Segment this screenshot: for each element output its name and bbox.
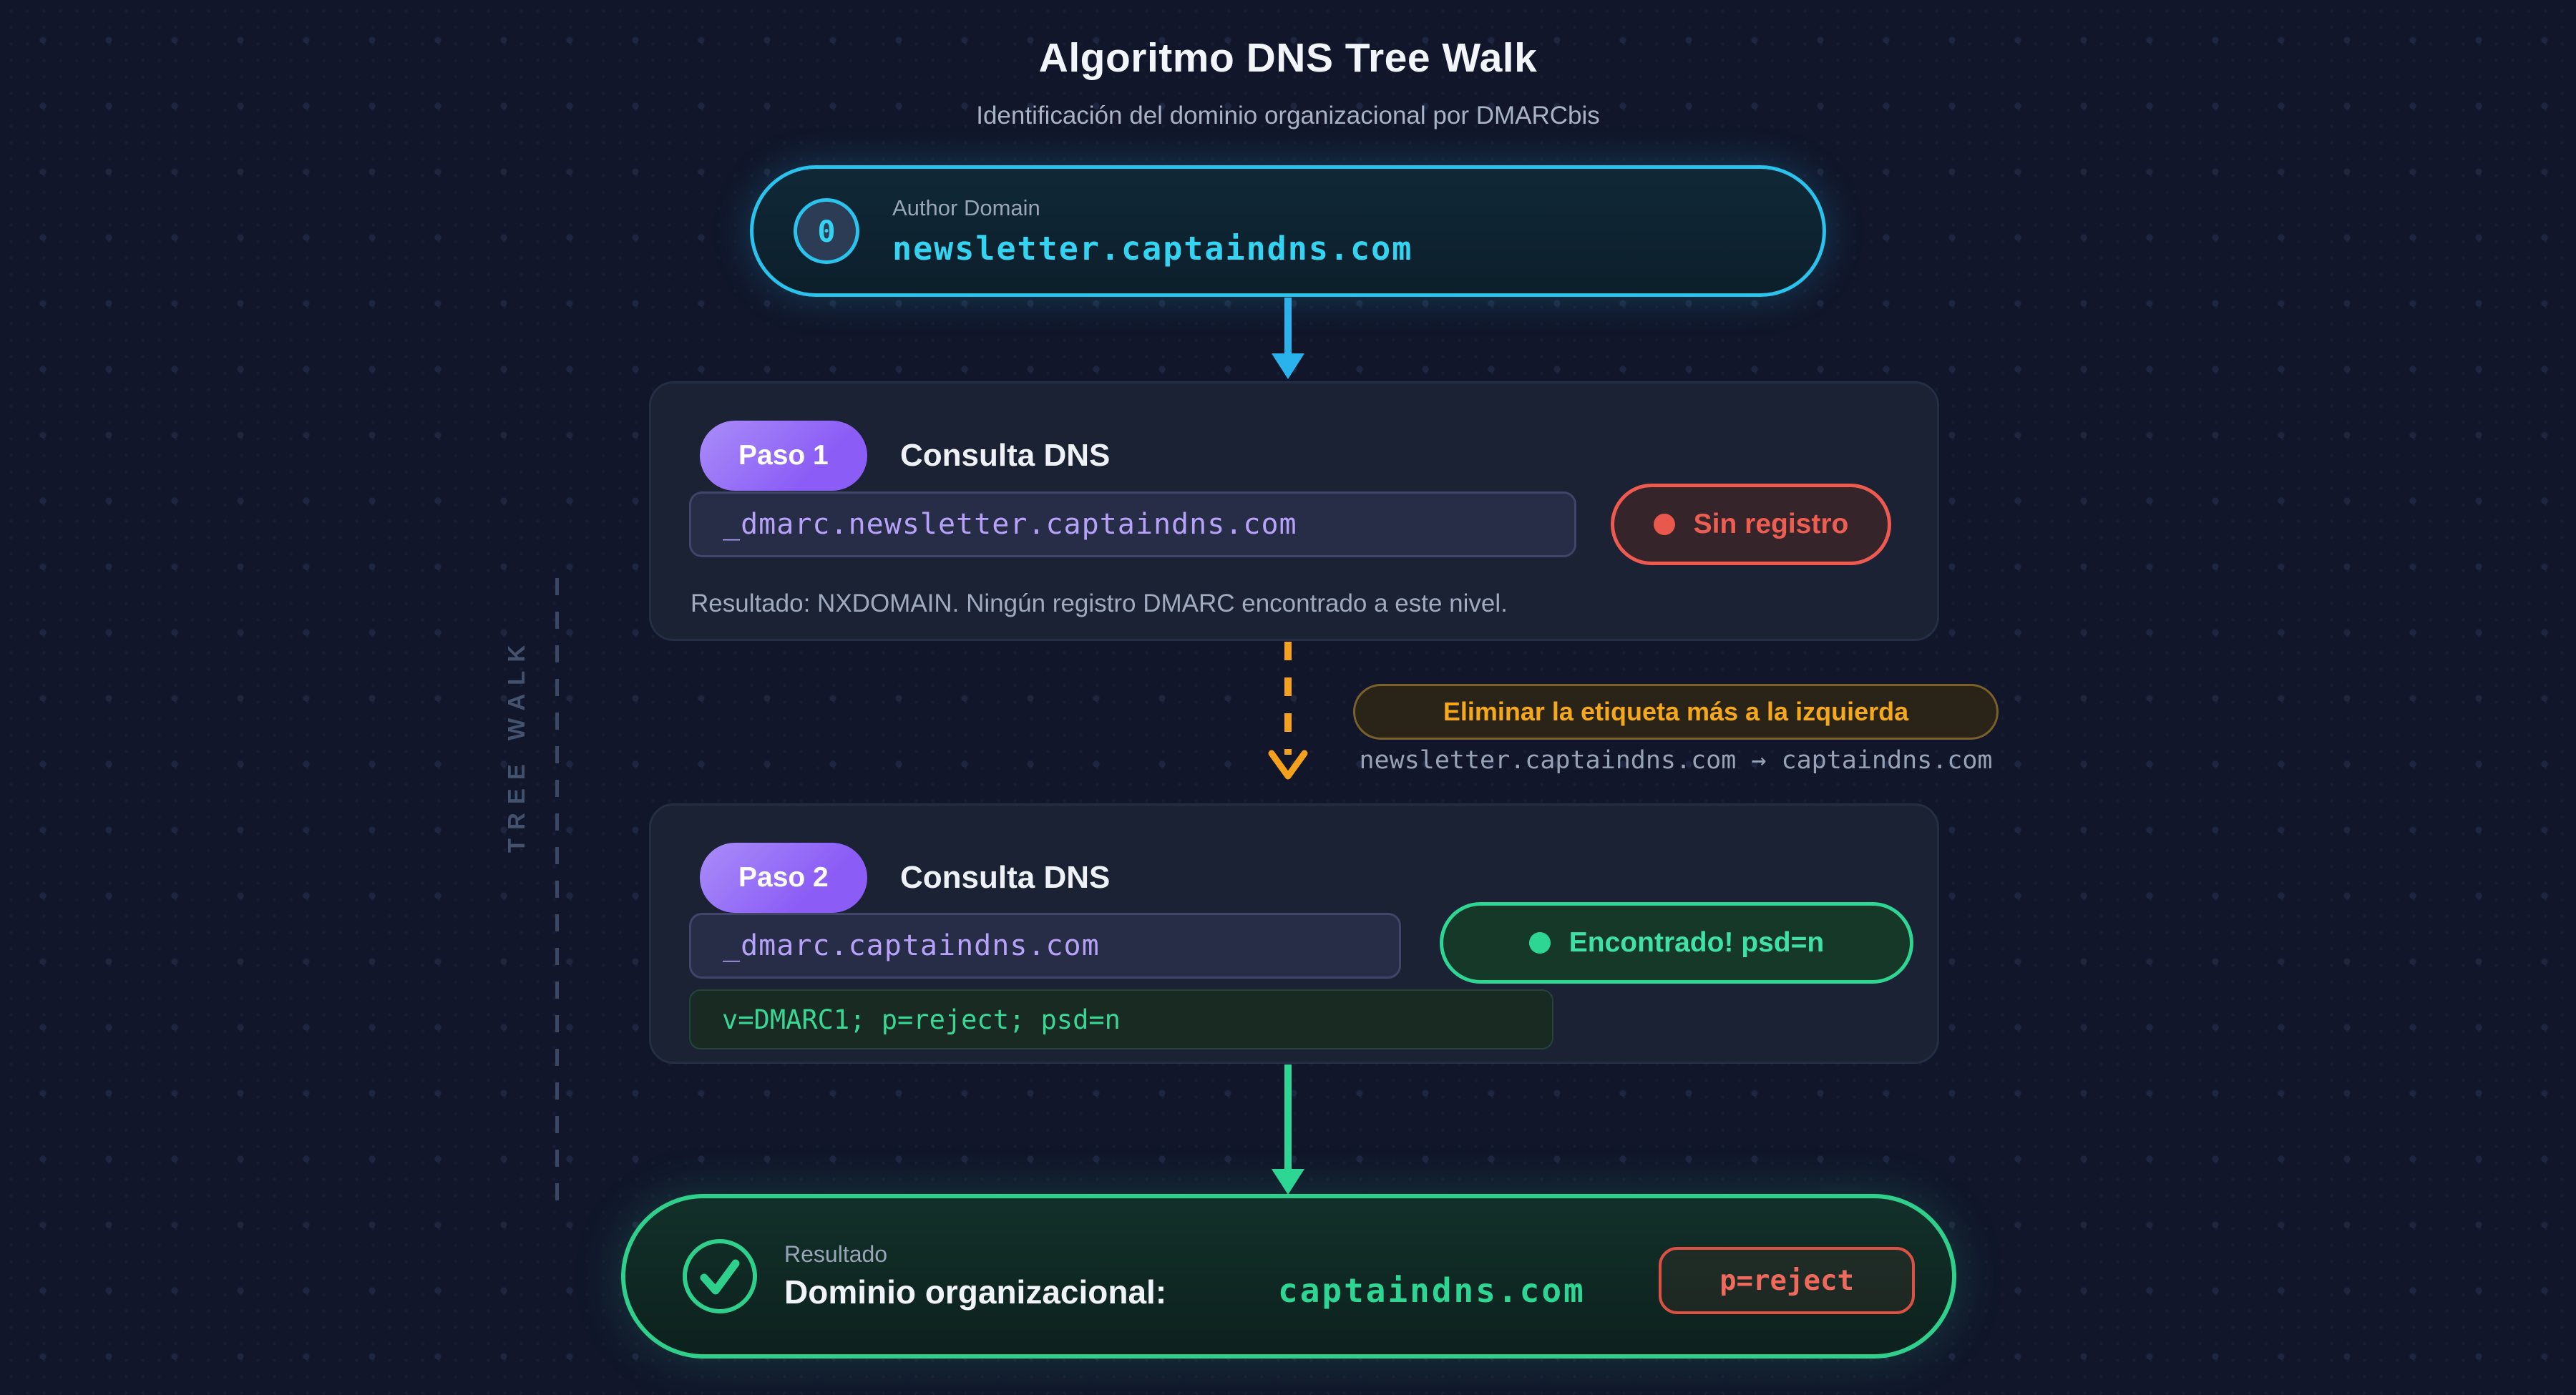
result-domain-value: captaindns.com [1278, 1271, 1586, 1310]
step2-record-text: v=DMARC1; p=reject; psd=n [722, 1004, 1121, 1035]
dashed-arrow-chevron-icon [1268, 750, 1308, 780]
step-zero-icon: 0 [794, 198, 859, 264]
author-domain-label: Author Domain [892, 195, 1040, 220]
result-label: Resultado [784, 1241, 888, 1267]
step1-query-text: _dmarc.newsletter.captaindns.com [723, 508, 1297, 541]
policy-badge: p=reject [1659, 1247, 1915, 1314]
step1-query-box: _dmarc.newsletter.captaindns.com [689, 491, 1576, 557]
transition-label-text: Eliminar la etiqueta más a la izquierda [1443, 697, 1909, 726]
transition-label-pill: Eliminar la etiqueta más a la izquierda [1353, 684, 1999, 740]
check-circle-icon [683, 1239, 757, 1313]
step2-record-box: v=DMARC1; p=reject; psd=n [689, 989, 1553, 1049]
red-dot-icon [1653, 514, 1675, 535]
step1-status-text: Sin registro [1693, 509, 1849, 539]
step2-status-badge: Encontrado! psd=n [1440, 902, 1913, 984]
page-title: Algoritmo DNS Tree Walk [1038, 35, 1538, 81]
step1-badge: Paso 1 [700, 421, 867, 491]
policy-text: p=reject [1719, 1264, 1854, 1297]
page-subtitle: Identificación del dominio organizaciona… [976, 102, 1600, 129]
tree-walk-rail-label: TREE WALK [503, 636, 530, 853]
result-heading: Dominio organizacional: [784, 1273, 1167, 1311]
arrow-down-head-icon [1272, 353, 1304, 379]
arrow-down-green-icon [1284, 1064, 1292, 1170]
step1-result-text: Resultado: NXDOMAIN. Ningún registro DMA… [691, 589, 1508, 617]
step1-status-badge: Sin registro [1611, 484, 1891, 565]
arrow-down-icon [1284, 298, 1292, 355]
step2-badge: Paso 2 [700, 843, 867, 913]
step2-title: Consulta DNS [900, 860, 1111, 895]
arrow-down-green-head-icon [1272, 1169, 1304, 1195]
author-domain-box: 0 Author Domain newsletter.captaindns.co… [750, 165, 1826, 297]
step2-card: Paso 2 Consulta DNS _dmarc.captaindns.co… [649, 803, 1939, 1064]
step1-card: Paso 1 Consulta DNS _dmarc.newsletter.ca… [649, 381, 1939, 641]
result-box: Resultado Dominio organizacional: captai… [621, 1194, 1956, 1359]
dashed-arrow-down-icon [1284, 642, 1292, 755]
author-domain-texts: Author Domain newsletter.captaindns.com [892, 195, 1413, 268]
step2-status-text: Encontrado! psd=n [1568, 927, 1825, 958]
step2-query-box: _dmarc.captaindns.com [689, 913, 1401, 979]
author-domain-value: newsletter.captaindns.com [892, 229, 1413, 268]
step2-query-text: _dmarc.captaindns.com [723, 929, 1100, 962]
step1-title: Consulta DNS [900, 438, 1111, 473]
transition-detail-text: newsletter.captaindns.com → captaindns.c… [1359, 746, 1993, 775]
green-dot-icon [1528, 932, 1551, 954]
tree-walk-dashed-line [555, 578, 559, 1200]
